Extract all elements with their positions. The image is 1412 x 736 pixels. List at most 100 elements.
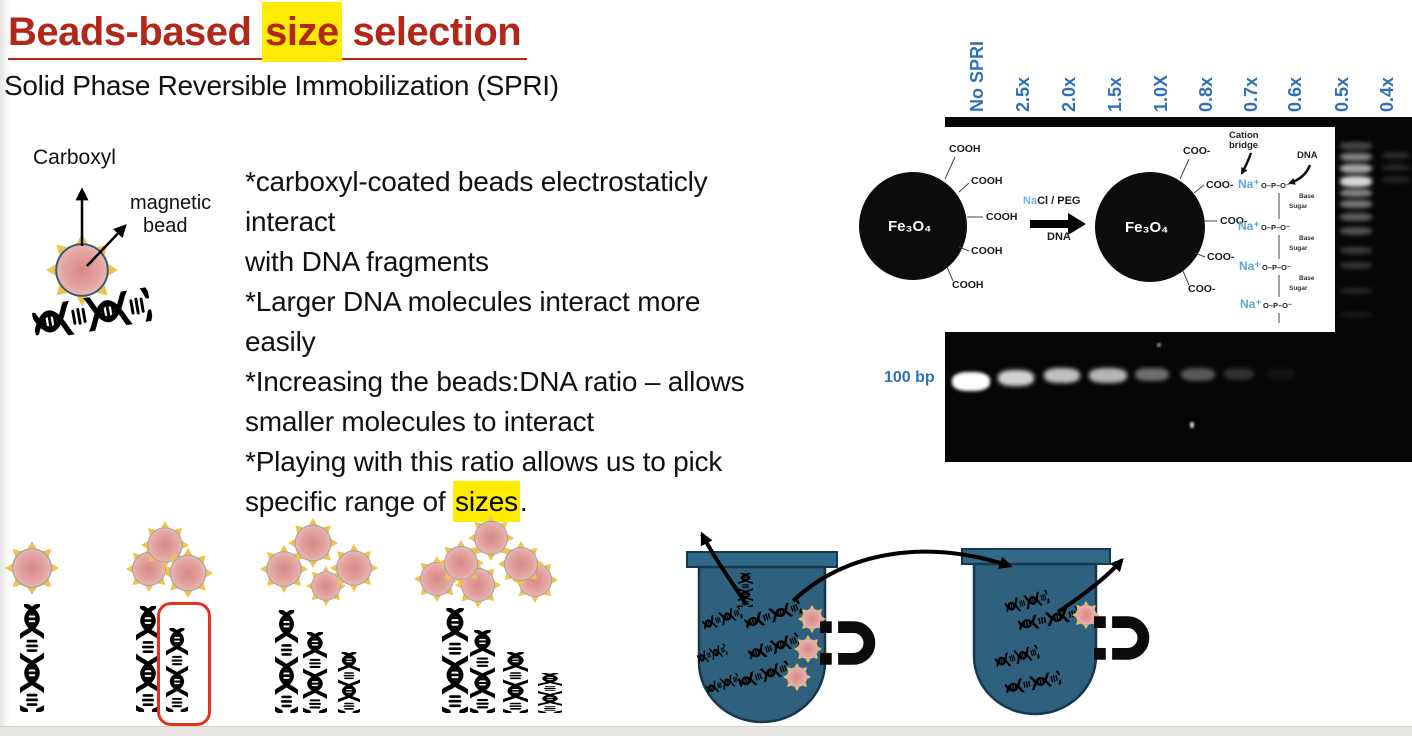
bullet-text: *carboxyl-coated beads electrostaticly i… — [245, 162, 855, 522]
gel-band — [1089, 368, 1127, 383]
base-label: Base — [1299, 235, 1315, 242]
sugar-label: Sugar — [1289, 245, 1308, 252]
bullet-line: with DNA fragments — [245, 246, 489, 277]
lane-label: 2.0x — [1059, 76, 1079, 112]
dna-pointer-arrow-icon — [1288, 164, 1312, 185]
phosphate-unit: O–P–O⁻ — [1261, 181, 1290, 190]
marker-100bp-label: 100 bp — [884, 369, 935, 386]
bullet-line: *carboxyl-coated beads electrostaticly — [245, 166, 708, 197]
bead-icon — [783, 663, 811, 691]
ladder-band — [1340, 153, 1372, 161]
lane-label: 0.7x — [1241, 76, 1261, 112]
bullet-line: smaller molecules to interact — [245, 406, 594, 437]
fe3o4-label: Fe₃O₄ — [1125, 219, 1169, 236]
gel-band — [1267, 368, 1295, 379]
na-cation-label: Na⁺ — [1238, 219, 1260, 233]
phosphate-unit: O–P–O⁻ — [1263, 301, 1292, 310]
lane-label: 0.8x — [1196, 76, 1216, 112]
title-suffix: selection — [341, 10, 522, 54]
page-title: Beads-based size selection — [8, 2, 528, 62]
ladder-band — [1340, 262, 1372, 269]
ladder-band — [1340, 164, 1372, 173]
carboxyl-label: Carboxyl — [33, 146, 116, 169]
bead-icon — [330, 544, 378, 592]
cation-bridge-label-2: bridge — [1229, 140, 1259, 151]
title-prefix: Beads-based — [8, 10, 263, 54]
gel-band — [1135, 368, 1169, 381]
bullet-line-last: specific range of sizes. — [245, 481, 855, 522]
lane-label: 2.5x — [1013, 76, 1033, 112]
nacl-peg-label: NaCl / PEG — [1023, 195, 1080, 207]
cation-bridge-arrow-icon — [1240, 152, 1253, 175]
bullet-line: *Increasing the beads:DNA ratio – allows — [245, 366, 745, 397]
bead-icon — [468, 515, 514, 561]
gel-band — [998, 370, 1034, 386]
gel-band — [1044, 368, 1080, 383]
coo-label: COO- — [1206, 179, 1234, 191]
tube-icon-left — [686, 551, 838, 724]
ladder-band — [1340, 213, 1372, 221]
lane-label: 0.5x — [1332, 76, 1352, 112]
na-blue-text: Na — [1023, 195, 1038, 207]
cooh-label: COOH — [952, 279, 984, 291]
cooh-label: COOH — [949, 143, 981, 155]
dna-helix-icon — [470, 630, 495, 713]
reaction-arrow-icon — [1030, 213, 1086, 235]
coo-label: COO- — [1207, 251, 1235, 263]
gel-band — [1181, 368, 1215, 381]
na-cation-label: Na⁺ — [1238, 177, 1260, 191]
dna-helix-icon — [303, 632, 327, 713]
sugar-label: Sugar — [1289, 285, 1308, 292]
bead-icon — [5, 541, 59, 595]
cooh-label: COOH — [986, 211, 1018, 223]
bullet-line: interact — [245, 206, 336, 237]
sizes-highlight: sizes — [453, 481, 520, 522]
ladder-band — [1340, 142, 1372, 150]
cooh-label: COOH — [971, 245, 1003, 257]
magnetic-bead-label-2: bead — [143, 215, 188, 237]
phosphate-unit: O–P–O⁻ — [1262, 263, 1291, 272]
chemistry-shapes — [859, 152, 1312, 323]
clpeg-text: Cl / PEG — [1037, 195, 1081, 207]
dna-strand-label: DNA — [1297, 150, 1318, 161]
last-line-prefix: specific range of — [245, 486, 454, 517]
coo-label: COO- — [1188, 283, 1216, 295]
gel-band — [1224, 368, 1254, 380]
ladder-band — [1340, 200, 1372, 208]
lane-label: 1.5x — [1105, 76, 1125, 112]
base-label: Base — [1299, 275, 1315, 282]
na-cation-label: Na⁺ — [1239, 259, 1261, 273]
dna-helix-icon — [538, 673, 562, 713]
magnetic-bead-label: magnetic — [130, 192, 212, 214]
dna-helix-icon — [338, 652, 360, 713]
cooh-label: COOH — [971, 175, 1003, 187]
title-highlight: size — [262, 2, 342, 62]
ladder-band — [1382, 176, 1410, 183]
cation-bridge-label: Cation — [1229, 130, 1259, 141]
spri-chemistry-diagram: Fe₃O₄ Fe₃O₄ COOH COOH COOH COOH COOH COO… — [855, 127, 1335, 332]
gel-band — [952, 372, 990, 391]
lane-label: 0.4x — [1377, 76, 1397, 112]
bullet-line: *Playing with this ratio allows us to pi… — [245, 446, 723, 477]
dna-helix-icon — [275, 610, 298, 713]
ladder-band — [1340, 312, 1372, 318]
phosphate-unit: O–P–O⁻ — [1261, 223, 1290, 232]
ladder-band — [1340, 176, 1372, 187]
ladder-band — [1340, 189, 1372, 197]
slide-left-edge — [0, 0, 10, 736]
dna-under-arrow-label: DNA — [1047, 231, 1071, 243]
dna-helix-icon — [503, 652, 528, 713]
coo-label: COO- — [1220, 215, 1248, 227]
na-cation-label: Na⁺ — [1240, 297, 1262, 311]
magnet-icon-left — [820, 612, 878, 674]
bullet-line: *Larger DNA molecules interact more — [245, 286, 701, 317]
coo-label: COO- — [1183, 145, 1211, 157]
ladder-band — [1382, 164, 1410, 171]
ladder-band — [1382, 152, 1410, 159]
slide-footer-strip — [0, 726, 1412, 736]
bead-icon — [794, 635, 822, 663]
dna-helix-icon — [20, 604, 44, 712]
base-label: Base — [1299, 193, 1315, 200]
lane-label: 1.0X — [1151, 74, 1171, 112]
